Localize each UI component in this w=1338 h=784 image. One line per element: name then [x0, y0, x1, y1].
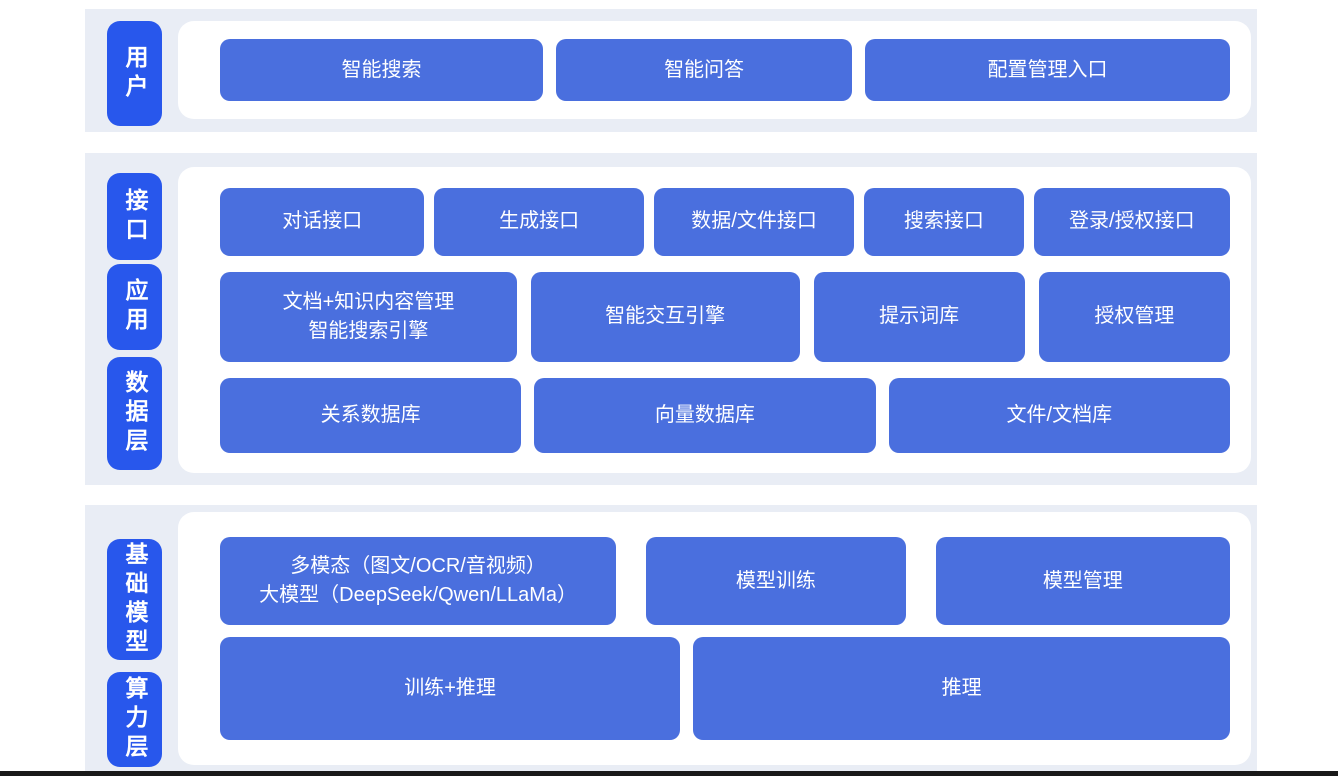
band-foundation-layers: 基础模型 算力层 多模态（图文/OCR/音视频） 大模型（DeepSeek/Qw… [85, 505, 1257, 772]
block-generation-api: 生成接口 [434, 187, 644, 256]
data-layer-badge-label: 数据层 [122, 370, 148, 457]
user-layer-badge: 用户 [107, 21, 162, 126]
block-prompt-library: 提示词库 [813, 271, 1025, 362]
foundation-layers-panel: 多模态（图文/OCR/音视频） 大模型（DeepSeek/Qwen/LLaMa）… [178, 512, 1251, 765]
app-layer-badge-label: 应用 [122, 278, 148, 336]
window-bottom-edge [0, 771, 1338, 776]
block-inference-label: 推理 [941, 677, 982, 699]
block-generation-api-label: 生成接口 [499, 210, 580, 232]
app-layer-badge: 应用 [107, 264, 162, 350]
block-smart-search-label: 智能搜索 [341, 58, 422, 81]
user-layer-panel: 智能搜索 智能问答 配置管理入口 [178, 21, 1251, 119]
foundation-model-row: 多模态（图文/OCR/音视频） 大模型（DeepSeek/Qwen/LLaMa）… [220, 537, 1230, 625]
block-vector-db-label: 向量数据库 [654, 403, 755, 426]
block-login-auth-api-label: 登录/授权接口 [1069, 210, 1195, 232]
user-layer-badge-label: 用户 [122, 44, 148, 103]
api-layer-badge: 接口 [107, 173, 162, 260]
block-data-file-api: 数据/文件接口 [653, 187, 855, 256]
block-file-doc-store: 文件/文档库 [888, 377, 1230, 453]
api-layer-badge-label: 接口 [122, 187, 148, 246]
block-multimodal-llm: 多模态（图文/OCR/音视频） 大模型（DeepSeek/Qwen/LLaMa） [220, 537, 617, 625]
block-training-plus-inference: 训练+推理 [220, 637, 681, 740]
block-doc-knowledge-line1: 文档+知识内容管理 [282, 290, 455, 313]
block-auth-mgmt: 授权管理 [1038, 271, 1231, 362]
block-file-doc-store-label: 文件/文档库 [1006, 403, 1113, 426]
block-smart-qa: 智能问答 [556, 39, 853, 101]
block-model-mgmt: 模型管理 [935, 537, 1230, 625]
block-data-file-api-label: 数据/文件接口 [691, 210, 817, 232]
block-interactive-engine: 智能交互引擎 [530, 271, 800, 362]
block-relational-db: 关系数据库 [220, 377, 522, 453]
band-middle-layers: 接口 应用 数据层 对话接口 生成接口 数据/文件接口 搜索接口 [85, 153, 1257, 485]
block-model-mgmt-label: 模型管理 [1042, 569, 1123, 592]
compute-layer-row: 训练+推理 推理 [220, 637, 1230, 740]
block-dialog-api: 对话接口 [220, 187, 425, 256]
block-auth-mgmt-label: 授权管理 [1094, 305, 1175, 327]
block-inference: 推理 [693, 637, 1230, 740]
block-smart-search: 智能搜索 [220, 39, 544, 101]
block-model-training: 模型训练 [646, 537, 906, 625]
data-layer-row: 关系数据库 向量数据库 文件/文档库 [220, 377, 1230, 453]
block-training-plus-inference-label: 训练+推理 [404, 677, 496, 699]
compute-layer-badge: 算力层 [107, 672, 162, 767]
block-prompt-library-label: 提示词库 [879, 305, 960, 327]
data-layer-badge: 数据层 [107, 357, 162, 470]
block-search-api-label: 搜索接口 [903, 210, 984, 232]
middle-layers-panel: 对话接口 生成接口 数据/文件接口 搜索接口 登录/授权接口 文档+知识内容管理 [178, 167, 1251, 473]
block-interactive-engine-label: 智能交互引擎 [605, 305, 726, 327]
band-user-layer: 用户 智能搜索 智能问答 配置管理入口 [85, 9, 1257, 132]
app-layer-row: 文档+知识内容管理 智能搜索引擎 智能交互引擎 提示词库 授权管理 [220, 271, 1231, 362]
block-multimodal-llm-line2: 大模型（DeepSeek/Qwen/LLaMa） [259, 584, 578, 606]
block-dialog-api-label: 对话接口 [282, 210, 363, 232]
block-login-auth-api: 登录/授权接口 [1033, 187, 1230, 256]
user-layer-row: 智能搜索 智能问答 配置管理入口 [220, 39, 1230, 101]
block-config-mgmt-entry-label: 配置管理入口 [987, 58, 1108, 81]
block-vector-db: 向量数据库 [534, 377, 876, 453]
block-smart-qa-label: 智能问答 [664, 58, 745, 81]
block-doc-knowledge-line2: 智能搜索引擎 [308, 319, 429, 342]
api-layer-row: 对话接口 生成接口 数据/文件接口 搜索接口 登录/授权接口 [220, 187, 1230, 256]
block-doc-knowledge-search-engine: 文档+知识内容管理 智能搜索引擎 [220, 271, 517, 362]
block-model-training-label: 模型训练 [735, 569, 816, 592]
block-config-mgmt-entry: 配置管理入口 [865, 39, 1230, 101]
block-multimodal-llm-line1: 多模态（图文/OCR/音视频） [290, 555, 546, 577]
compute-layer-badge-label: 算力层 [122, 676, 148, 763]
block-relational-db-label: 关系数据库 [320, 403, 421, 426]
foundation-model-badge-label: 基础模型 [122, 541, 148, 658]
foundation-model-badge: 基础模型 [107, 539, 162, 660]
block-search-api: 搜索接口 [864, 187, 1024, 256]
